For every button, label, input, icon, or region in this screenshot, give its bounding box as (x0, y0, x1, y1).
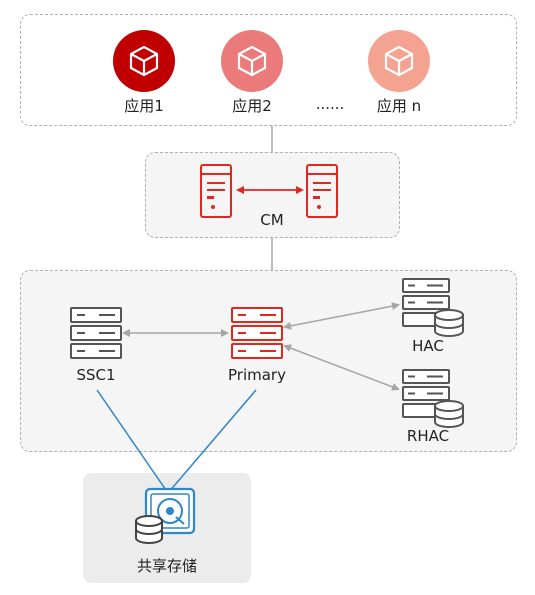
app-2-label: 应用2 (232, 97, 272, 115)
cm-server-left-icon (200, 164, 232, 218)
app-2-node (221, 30, 283, 92)
primary-server-icon (231, 307, 283, 359)
shared-storage-label: 共享存储 (136, 557, 198, 575)
app-1-label: 应用1 (124, 97, 164, 115)
rhac-label: RHAC (406, 427, 450, 445)
hac-server-db-icon (402, 278, 464, 337)
disk-storage-icon (135, 487, 196, 544)
app-n-label: 应用 n (376, 97, 422, 115)
ssc1-storage-line (96, 389, 169, 494)
cm-label: CM (260, 211, 284, 229)
primary-hac-arrow (283, 302, 400, 330)
primary-label: Primary (228, 366, 286, 384)
hac-label: HAC (412, 337, 444, 355)
app-n-node (368, 30, 430, 92)
cube-icon (237, 45, 267, 77)
ssc1-server-icon (70, 307, 122, 359)
primary-storage-line (167, 389, 257, 494)
app-1-node (113, 30, 175, 92)
cube-icon (129, 45, 159, 77)
cube-icon (384, 45, 414, 77)
ellipsis-label: ...... (315, 95, 345, 113)
cm-group (145, 152, 400, 238)
ssc1-label: SSC1 (76, 366, 116, 384)
rhac-server-db-icon (402, 369, 464, 428)
cm-server-right-icon (306, 164, 338, 218)
primary-rhac-arrow (283, 344, 400, 391)
